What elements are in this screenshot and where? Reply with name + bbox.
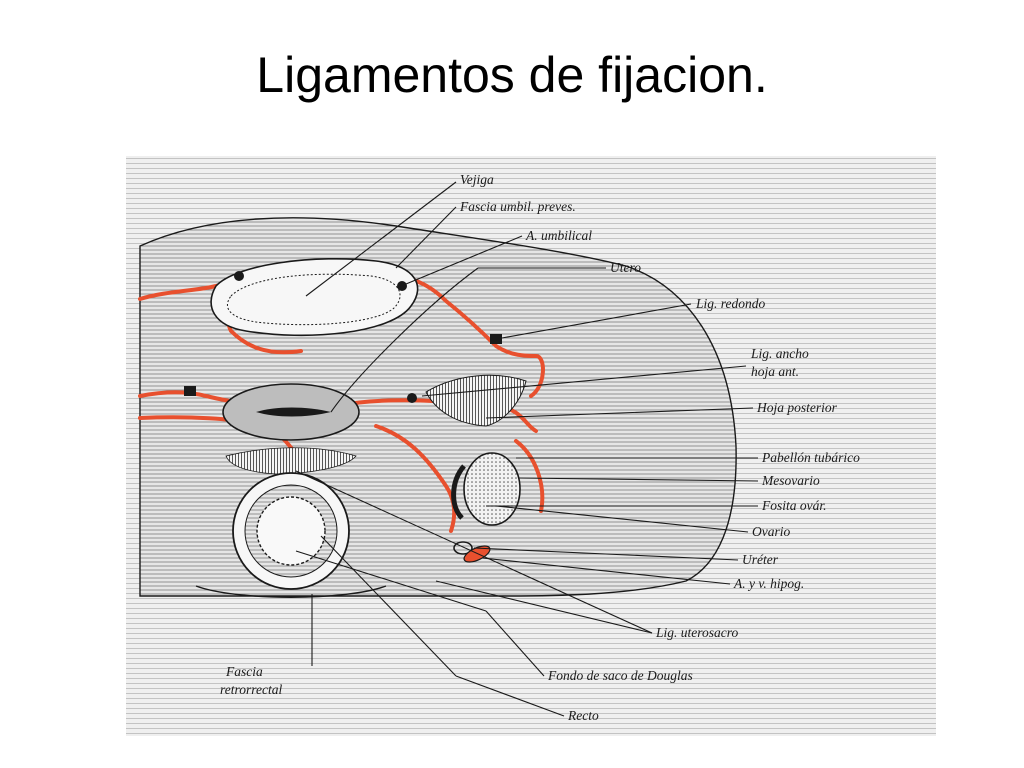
rectum-lumen <box>256 496 326 566</box>
label-fascia-retro-2: retrorrectal <box>220 682 282 697</box>
round-ligament-right <box>490 334 502 344</box>
douglas-fold-stripes <box>225 447 357 475</box>
label-pabellon: Pabellón tubárico <box>761 450 860 465</box>
label-ayv-hipog: A. y v. hipog. <box>733 576 804 591</box>
label-fondo-douglas: Fondo de saco de Douglas <box>547 668 693 683</box>
label-fascia-retro-1: Fascia <box>225 664 263 679</box>
label-lig-ancho-2: hoja ant. <box>751 364 799 379</box>
label-vejiga: Vejiga <box>460 172 494 187</box>
ureter <box>453 541 473 555</box>
label-recto: Recto <box>567 708 599 723</box>
label-hoja-posterior: Hoja posterior <box>756 400 838 415</box>
pelvis-cross-section-diagram: Vejiga Fascia umbil. preves. A. umbilica… <box>126 156 936 736</box>
broad-ligament-fan <box>425 374 527 427</box>
label-utero: Utero <box>610 260 641 275</box>
label-lig-ancho-1: Lig. ancho <box>750 346 809 361</box>
label-lig-redondo: Lig. redondo <box>695 296 766 311</box>
label-mesovario: Mesovario <box>761 473 820 488</box>
label-ureter: Uréter <box>742 552 779 567</box>
broad-ligament-dot <box>407 393 417 403</box>
retrorectal-fascia-line <box>195 585 387 598</box>
label-lig-uterosacro: Lig. uterosacro <box>655 625 739 640</box>
anatomy-figure: Vejiga Fascia umbil. preves. A. umbilica… <box>126 156 936 736</box>
label-fascia-umbil: Fascia umbil. preves. <box>459 199 576 214</box>
leader-lines <box>295 181 759 717</box>
slide-title: Ligamentos de fijacion. <box>256 47 768 103</box>
label-ovario: Ovario <box>752 524 790 539</box>
tubal-fimbria <box>451 464 466 520</box>
ovary <box>463 452 521 526</box>
label-a-umbilical: A. umbilical <box>525 228 592 243</box>
bladder-inner-wall <box>226 273 401 326</box>
bladder-outline <box>210 257 419 337</box>
umbilical-artery-left <box>234 271 244 281</box>
label-fosita: Fosita ovár. <box>761 498 827 513</box>
umbilical-artery-right <box>397 281 407 291</box>
round-ligament-left <box>184 386 196 396</box>
uterine-cavity <box>256 407 331 417</box>
